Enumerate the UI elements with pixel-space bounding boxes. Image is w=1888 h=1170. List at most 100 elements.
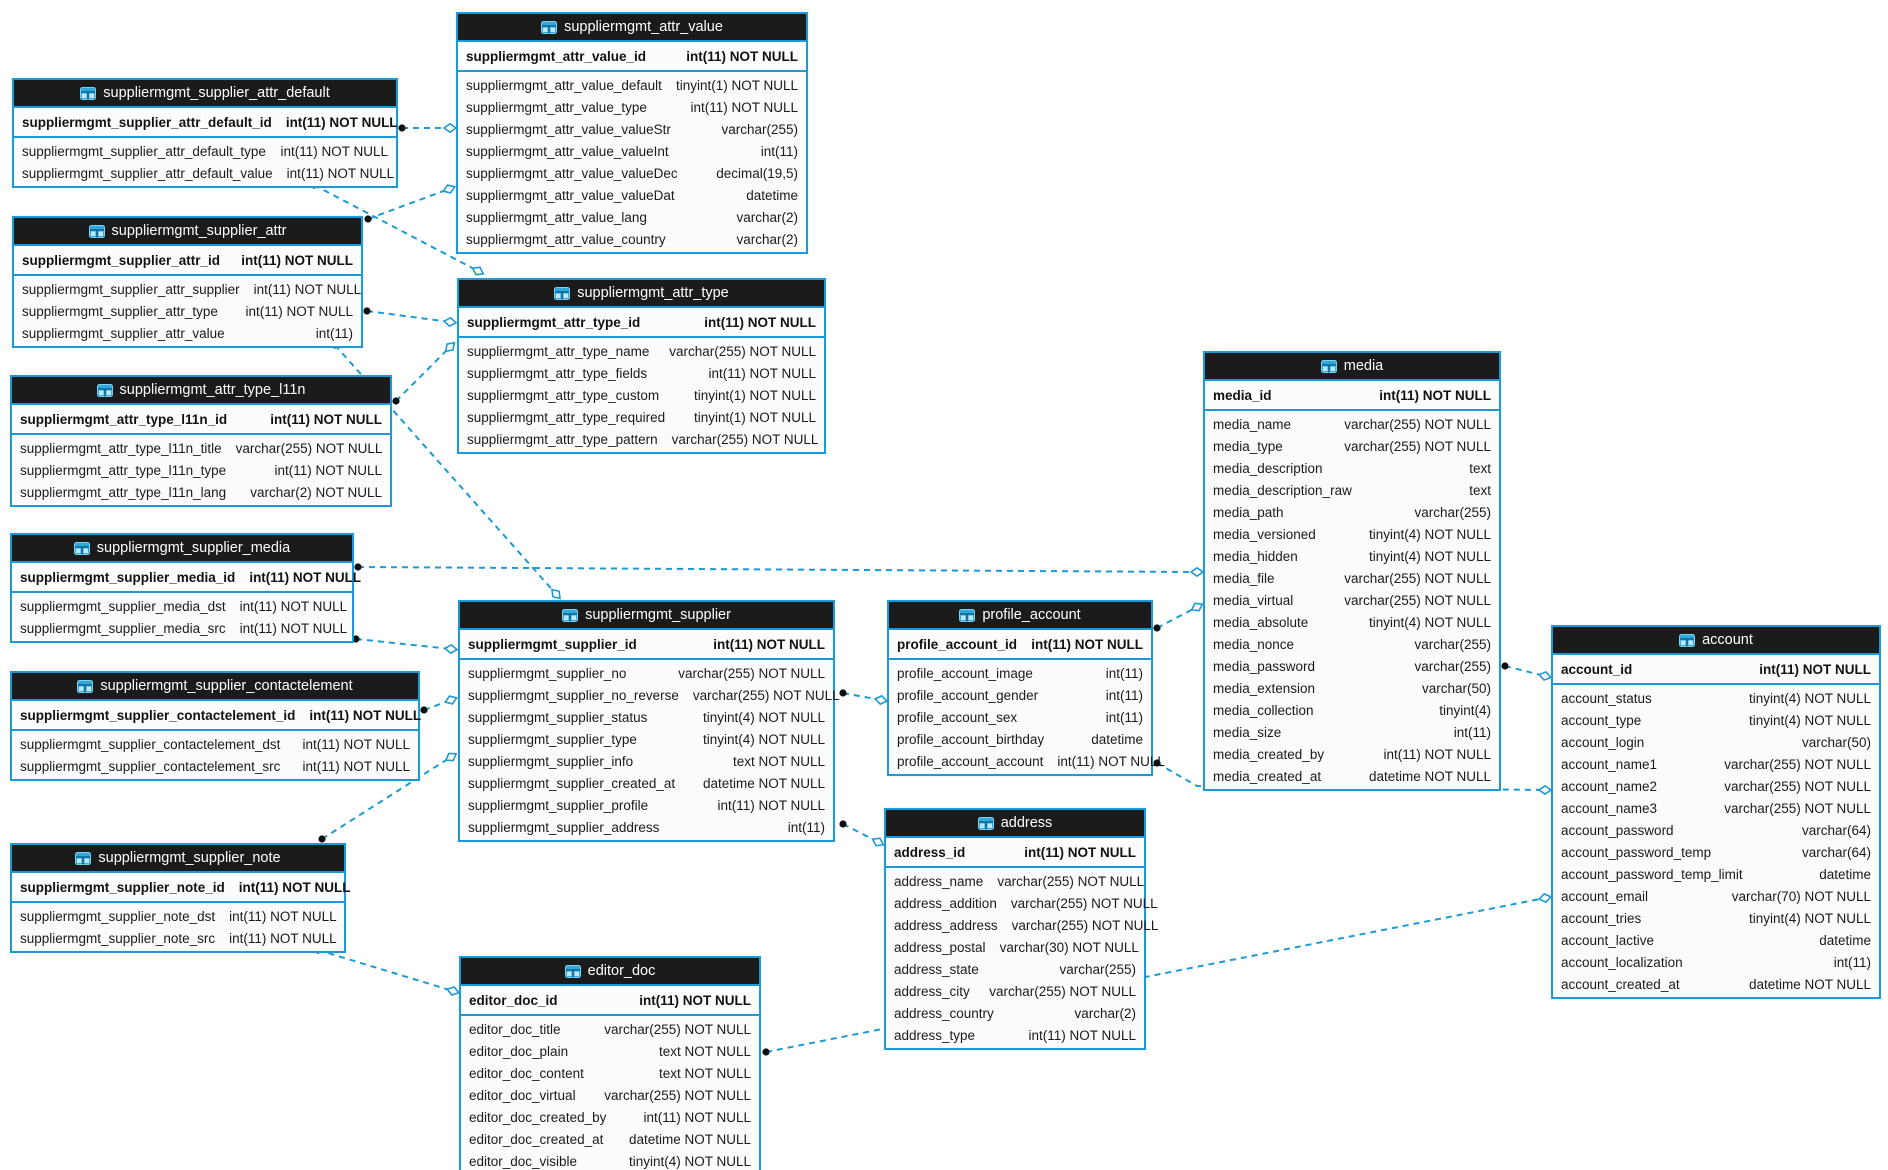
- table-header[interactable]: editor_doc: [461, 958, 759, 986]
- fk-supplier-attr-type--attr-type[interactable]: [363, 307, 458, 328]
- fk-supplier-attr-value--attr-value[interactable]: [364, 183, 456, 223]
- fk-attr-type-l11n-type--attr-type[interactable]: [392, 340, 457, 405]
- table-header[interactable]: suppliermgmt_attr_type_l11n: [12, 377, 390, 405]
- table-header[interactable]: suppliermgmt_supplier_contactelement: [12, 673, 418, 701]
- table-header[interactable]: suppliermgmt_supplier: [460, 602, 833, 630]
- fk-supplier-media-src--media[interactable]: [354, 563, 1205, 578]
- fk-supplier-note-src--editor-doc[interactable]: [314, 946, 461, 996]
- fk-supplier-profile--profile-account[interactable]: [839, 689, 889, 706]
- table-suppliermgmt_supplier_attr[interactable]: suppliermgmt_supplier_attr suppliermgmt_s…: [12, 216, 363, 348]
- table-header[interactable]: profile_account: [889, 602, 1151, 630]
- column-row[interactable]: suppliermgmt_supplier_attr_default_value…: [14, 162, 396, 184]
- fk-supplier-note-dst--supplier[interactable]: [318, 750, 458, 843]
- table-header[interactable]: suppliermgmt_supplier_attr: [14, 218, 361, 246]
- table-header[interactable]: suppliermgmt_supplier_media: [12, 535, 352, 563]
- table-header[interactable]: address: [886, 810, 1144, 838]
- fk-media-created-by--account[interactable]: [1501, 662, 1553, 682]
- column-row[interactable]: suppliermgmt_supplier_contactelement_dst…: [12, 733, 418, 755]
- fk-supplier-address--address[interactable]: [839, 820, 885, 848]
- fk-supplier-contactelement-dst--supplier[interactable]: [420, 694, 458, 714]
- column-row[interactable]: suppliermgmt_supplier_contactelement_src…: [12, 755, 418, 777]
- table-header[interactable]: suppliermgmt_supplier_note: [12, 845, 344, 873]
